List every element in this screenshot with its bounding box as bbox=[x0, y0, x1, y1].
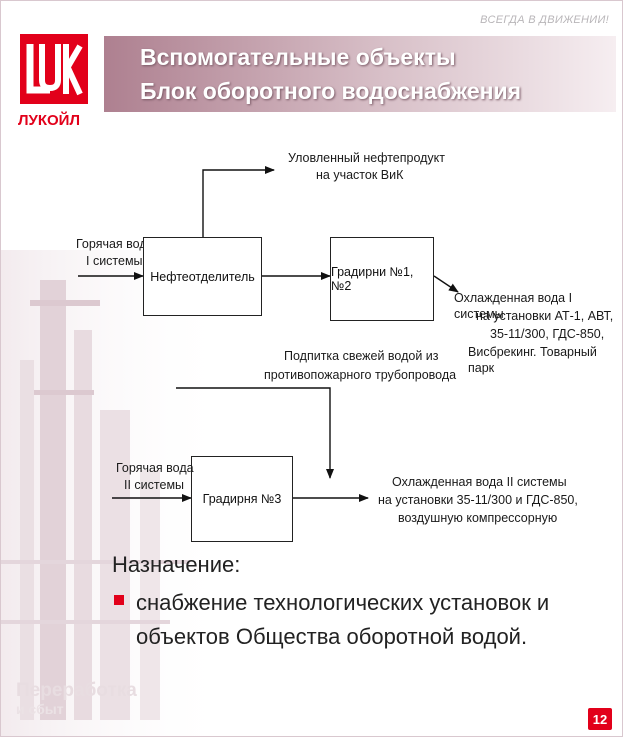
input1-label-line1: Горячая вода bbox=[76, 237, 154, 251]
output2-line2: на установки 35-11/300 и ГДС-850, bbox=[378, 493, 578, 507]
recovered-oil-line1: Уловленный нефтепродукт bbox=[288, 151, 446, 165]
purpose-text-line1: снабжение технологических установок и bbox=[136, 590, 550, 615]
makeup-water-line2: противопожарного трубопровода bbox=[264, 368, 457, 382]
input2-label-line1: Горячая вода bbox=[116, 461, 194, 475]
purpose-heading: Назначение: bbox=[112, 552, 241, 577]
input1-label-line2: I системы bbox=[86, 254, 143, 268]
slide-title-line1: Вспомогательные объекты bbox=[140, 44, 456, 70]
lukoil-logo bbox=[20, 34, 88, 104]
bullet-marker bbox=[114, 595, 124, 605]
purpose-text-line2: объектов Общества оборотной водой. bbox=[136, 624, 528, 649]
box-tower-3: Градирня №3 bbox=[191, 456, 293, 542]
output2-line1: Охлажденная вода II системы bbox=[392, 475, 567, 489]
slogan: ВСЕГДА В ДВИЖЕНИИ! bbox=[480, 14, 609, 26]
slide-title-line2: Блок оборотного водоснабжения bbox=[140, 78, 522, 104]
box-towers-1-2: Градирни №1, №2 bbox=[330, 237, 434, 321]
page-number: 12 bbox=[588, 708, 612, 730]
box-separator: Нефтеотделитель bbox=[143, 237, 262, 316]
flow-arrow-recovered-oil bbox=[202, 166, 275, 237]
recovered-oil-line2: на участок ВиК bbox=[316, 168, 404, 182]
input2-label-line2: II системы bbox=[124, 478, 185, 492]
flow-arrow-output1 bbox=[433, 275, 459, 293]
division-label-line2: и сбыт bbox=[16, 701, 64, 717]
makeup-water-line1: Подпитка свежей водой из bbox=[284, 349, 439, 363]
output1-line2: на установки АТ-1, АВТ, bbox=[476, 309, 614, 323]
logo-text: ЛУКОЙЛ bbox=[18, 112, 80, 129]
output1-line3: 35-11/300, ГДС-850, bbox=[490, 327, 605, 341]
output2-line3: воздушную компрессорную bbox=[398, 511, 558, 525]
output1-line4: Висбрекинг. Товарный парк bbox=[468, 345, 597, 375]
flow-arrow-makeup bbox=[176, 387, 334, 479]
division-label-line1: Переработка bbox=[16, 680, 137, 701]
output1-line1: Охлажденная вода I системы bbox=[454, 291, 573, 321]
